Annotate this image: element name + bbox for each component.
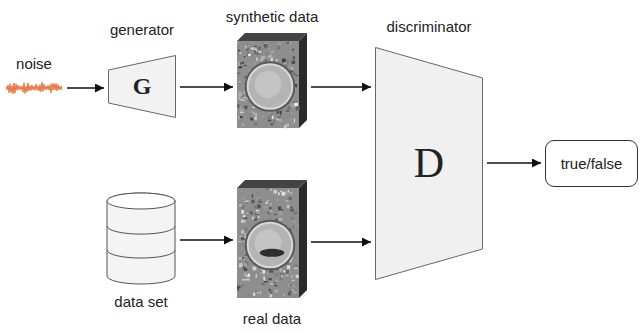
real-image-shape — [237, 180, 307, 298]
node-label: true/false — [561, 155, 623, 172]
slab-edge — [299, 180, 307, 298]
cylinder-top — [107, 193, 175, 209]
node-heading: discriminator — [386, 18, 471, 35]
node-heading: real data — [243, 310, 301, 327]
cylinder-band — [107, 250, 175, 258]
node-heading: data set — [114, 293, 167, 310]
generator-trapezoid — [109, 56, 176, 118]
generator-block: generatorG — [108, 55, 176, 118]
node-heading: generator — [110, 21, 174, 38]
noise-waveform — [6, 82, 62, 94]
node-heading: noise — [16, 55, 52, 72]
flow-arrow — [311, 86, 371, 87]
slab-edge — [237, 188, 299, 298]
dataset-cylinder: data set — [106, 193, 176, 285]
slab-edge — [237, 41, 299, 128]
slab-edge — [237, 33, 307, 41]
cylinder-band — [107, 226, 175, 234]
flow-arrow — [67, 87, 104, 88]
noise-signal: noise — [5, 78, 63, 98]
flow-arrow — [180, 239, 233, 240]
dataset-cylinder-shape — [106, 193, 176, 285]
discriminator-trapezoid — [376, 48, 483, 280]
synthetic-image-shape — [237, 33, 307, 128]
slab-edge — [237, 180, 307, 188]
output-box: true/false — [545, 140, 638, 187]
noise-signal-shape — [5, 78, 63, 98]
mri-slice — [237, 188, 299, 298]
node-heading: synthetic data — [226, 8, 319, 25]
real-image: real data — [237, 180, 307, 298]
flow-arrow — [311, 241, 371, 242]
cylinder-body — [107, 193, 175, 284]
flow-arrow — [180, 86, 233, 87]
slab-edge — [299, 33, 307, 128]
node-label: G — [133, 73, 152, 101]
node-label: D — [414, 139, 444, 187]
discriminator-block: discriminatorD — [375, 47, 483, 280]
mri-slice — [237, 41, 300, 128]
synthetic-image: synthetic data — [237, 33, 307, 128]
flow-arrow — [487, 162, 541, 163]
